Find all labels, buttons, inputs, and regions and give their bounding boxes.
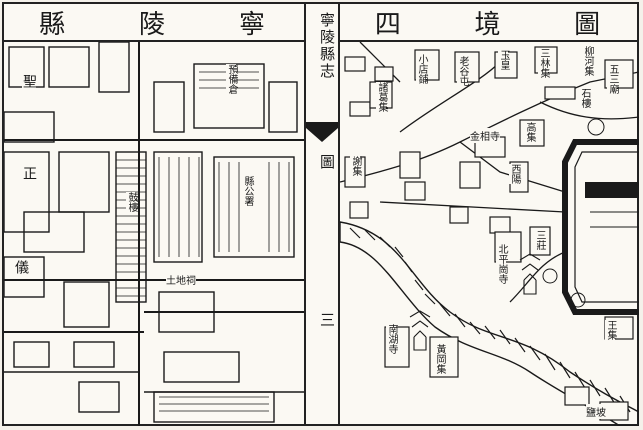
place-yuhuang: 玉皇 xyxy=(498,50,509,70)
four-borders-map xyxy=(340,42,639,426)
right-page-title: 四 境 圖 xyxy=(340,4,639,42)
river-icon xyxy=(340,221,639,426)
fish-tail-mark xyxy=(306,122,338,142)
county-office-label: 縣公署 xyxy=(242,176,253,206)
place-xiaodian: 小店鋪 xyxy=(416,54,427,84)
side-building-b-label: 正 xyxy=(21,166,37,180)
title-char-3: 寧 xyxy=(238,9,269,40)
tree-icon xyxy=(542,118,605,308)
title-char-4: 四 xyxy=(374,9,405,40)
gate-label: 儀 xyxy=(13,260,29,274)
place-wu-san-miao: 五三廟 xyxy=(607,64,618,94)
earth-god-shrine-label: 土地祠 xyxy=(166,272,196,287)
place-sanlinji: 三林集 xyxy=(538,48,549,78)
place-liu-he: 柳河集 xyxy=(582,46,593,76)
title-char-2: 陵 xyxy=(138,9,169,40)
place-jin-xiang-si: 金相寺 xyxy=(470,128,500,143)
book-gutter: 寧陵縣志 圖 三 xyxy=(304,4,340,424)
left-page-title: 縣 陵 寧 xyxy=(4,4,304,42)
place-sanzhuang: 三莊 xyxy=(534,230,545,250)
place-huang-gang: 黃岡集 xyxy=(434,344,445,374)
drum-tower-label: 鼓樓 xyxy=(126,192,137,212)
place-shilou: 石樓 xyxy=(579,88,590,108)
place-nan-hu: 南湖寺 xyxy=(386,324,397,354)
place-laojia: 老谷屯 xyxy=(457,56,468,86)
place-wang-ji: 王集 xyxy=(605,320,616,340)
map-frame: 縣 陵 寧 xyxy=(2,2,639,426)
granary-label: 預備倉 xyxy=(226,64,237,94)
place-zhugeji: 諸葛集 xyxy=(376,82,387,112)
place-beijing: 北平崗寺 xyxy=(496,244,507,284)
title-char-6: 圖 xyxy=(574,9,605,40)
place-xiyang: 西陽 xyxy=(509,164,520,184)
side-building-a-label: 聖 xyxy=(21,74,37,88)
place-gaoji: 高集 xyxy=(524,122,535,142)
gutter-book-title: 寧陵縣志 xyxy=(318,12,336,80)
title-char-1: 縣 xyxy=(38,9,69,40)
city-wall-icon xyxy=(562,139,639,315)
place-yuanpo: 鹽坡 xyxy=(586,404,606,419)
pagoda-icon xyxy=(409,253,541,351)
gutter-section: 圖 xyxy=(318,154,336,171)
gutter-page-number: 三 xyxy=(318,312,336,329)
title-char-5: 境 xyxy=(474,9,505,40)
county-seat-plan xyxy=(4,42,304,426)
place-xie-ji: 謝集 xyxy=(350,156,361,176)
